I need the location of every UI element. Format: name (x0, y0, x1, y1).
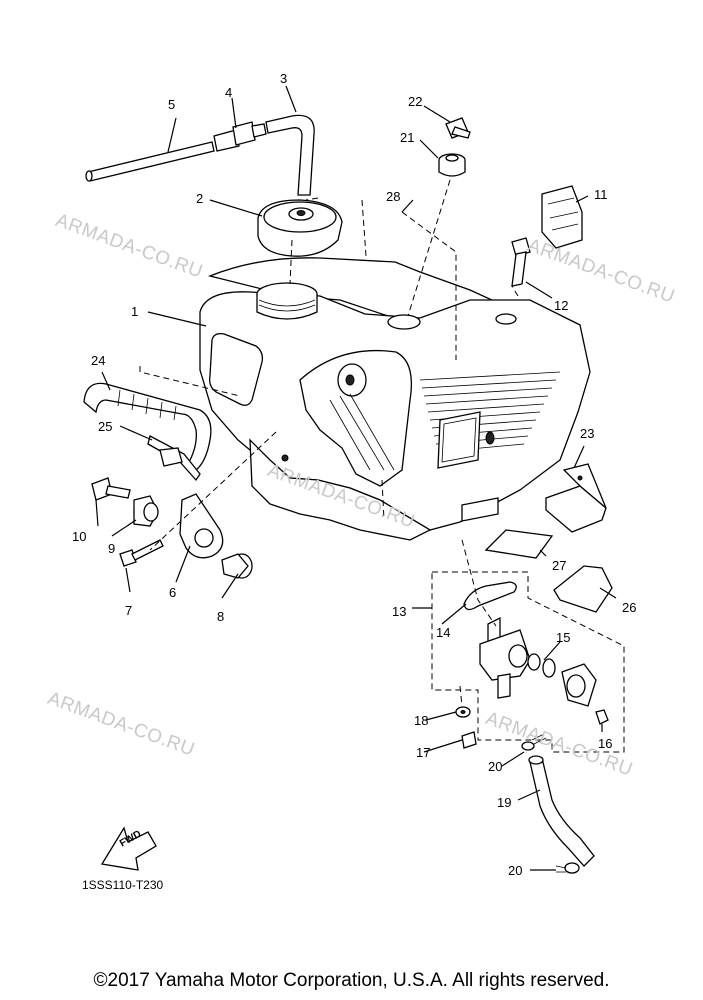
axis-lines (139, 179, 519, 707)
part-27-protector (484, 529, 554, 559)
callout-21: 21 (400, 130, 415, 145)
part-20-clip-upper (521, 733, 547, 751)
part-5-hose (85, 141, 215, 182)
part-17-screw (461, 731, 477, 749)
part-6-bracket (179, 493, 224, 559)
callout-20-upper: 20 (488, 759, 503, 774)
part-9-damper (133, 495, 159, 527)
part-12-bolt (511, 237, 531, 287)
callout-17: 17 (416, 745, 431, 760)
part-11-clip (541, 185, 583, 249)
callout-15: 15 (556, 630, 571, 645)
part-25-strap (147, 435, 201, 482)
callout-28: 28 (386, 189, 401, 204)
part-20-clip-lower (555, 862, 580, 874)
copyright-notice: ©2017 Yamaha Motor Corporation, U.S.A. A… (93, 970, 610, 991)
callout-10: 10 (72, 529, 87, 544)
callout-22: 22 (408, 94, 423, 109)
callout-26: 26 (622, 600, 637, 615)
assembly-13-outline (431, 571, 625, 753)
part-2-fuel-cap (257, 199, 343, 257)
callout-8: 8 (217, 609, 225, 624)
callout-14: 14 (436, 625, 451, 640)
callout-16: 16 (598, 736, 613, 751)
part-1-fuel-tank (199, 257, 591, 541)
callout-25: 25 (98, 419, 113, 434)
callout-18: 18 (414, 713, 429, 728)
part-8-collar (221, 553, 253, 579)
part-23-guard (545, 463, 607, 533)
part-21-damper (438, 153, 466, 177)
part-26-protector (553, 565, 613, 613)
part-14-gasket (463, 581, 517, 611)
callout-13: 13 (392, 604, 407, 619)
callout-9: 9 (108, 541, 116, 556)
callout-27: 27 (552, 558, 567, 573)
callout-11: 11 (594, 187, 608, 202)
fwd-arrow-icon (100, 826, 157, 871)
part-19-fuel-hose (528, 755, 595, 867)
part-4-joint (213, 121, 267, 152)
callout-23: 23 (580, 426, 595, 441)
part-3-breather-pipe (265, 114, 315, 196)
part-15-o-ring (527, 653, 556, 678)
part-10-bolt (91, 477, 131, 501)
callout-6: 6 (169, 585, 177, 600)
part-fuel-cock-body (479, 616, 531, 699)
diagram-code: 1SSS110-T230 (82, 878, 164, 892)
callout-2: 2 (196, 191, 204, 206)
callout-20-lower: 20 (508, 863, 523, 878)
callout-3: 3 (280, 71, 288, 86)
callout-7: 7 (125, 603, 133, 618)
callout-24: 24 (91, 353, 106, 368)
leader-lines (95, 85, 617, 871)
callout-4: 4 (225, 85, 233, 100)
callout-19: 19 (497, 795, 512, 810)
part-16-lever (561, 663, 609, 725)
callout-1: 1 (131, 304, 139, 319)
callout-12: 12 (554, 298, 569, 313)
part-22-bolt (445, 117, 471, 139)
part-18-washer (455, 706, 471, 718)
callout-5: 5 (168, 97, 176, 112)
